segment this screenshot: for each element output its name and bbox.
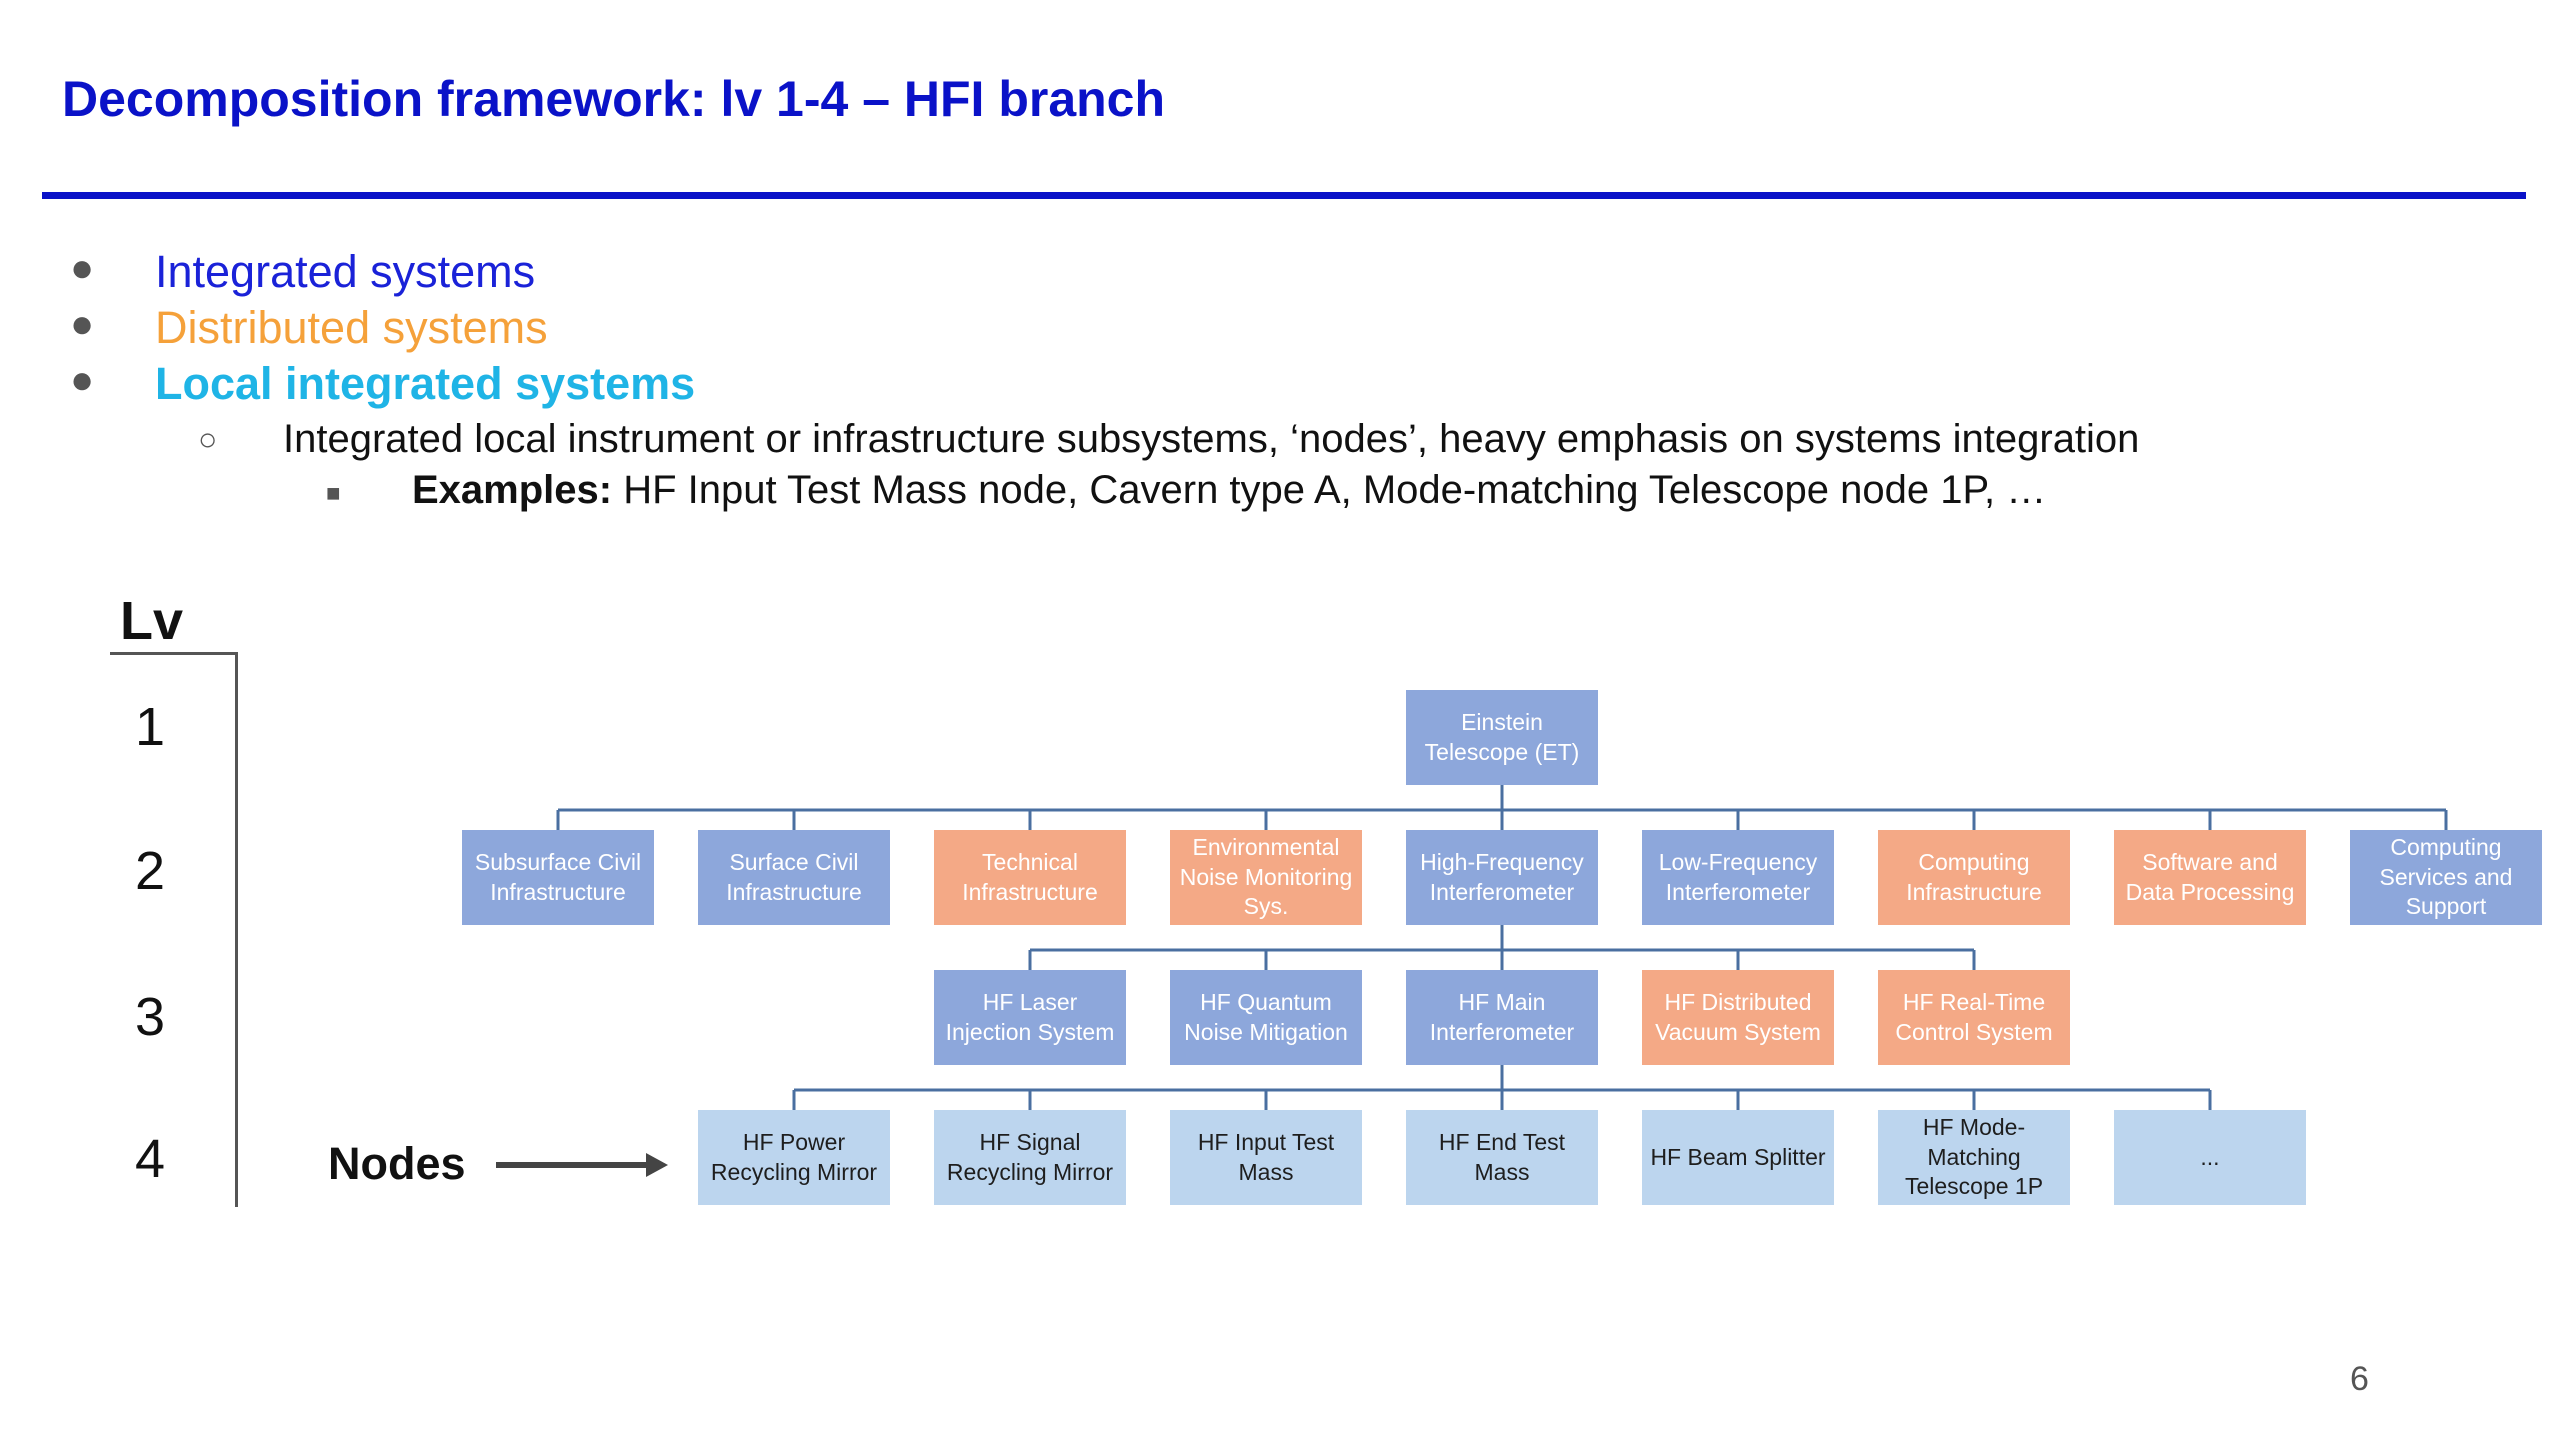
- examples-line: Examples: HF Input Test Mass node, Caver…: [412, 468, 2046, 513]
- level-number: 2: [135, 841, 166, 901]
- tree-box-level3: HF Distributed Vacuum System: [1642, 970, 1834, 1065]
- tree-box-level4: HF Mode-Matching Telescope 1P: [1878, 1110, 2070, 1205]
- tree-box-level4: HF Input Test Mass: [1170, 1110, 1362, 1205]
- level-axis-line: [235, 652, 238, 1207]
- tree-box-level4: HF Power Recycling Mirror: [698, 1110, 890, 1205]
- sub-bullet-text: Integrated local instrument or infrastru…: [283, 417, 2140, 461]
- tree-box-level4: HF Beam Splitter: [1642, 1110, 1834, 1205]
- level-number: 3: [135, 987, 166, 1047]
- tree-box-level2: Environmental Noise Monitoring Sys.: [1170, 830, 1362, 925]
- tree-box-level3: HF Quantum Noise Mitigation: [1170, 970, 1362, 1065]
- level-number: 1: [135, 697, 166, 757]
- tree-box-level2: Low-Frequency Interferometer: [1642, 830, 1834, 925]
- tree-box-level2: Computing Infrastructure: [1878, 830, 2070, 925]
- hollow-circle-icon: ○: [198, 421, 218, 457]
- level-number: 4: [135, 1129, 166, 1189]
- nodes-label: Nodes: [328, 1138, 466, 1189]
- bullet-text: Integrated systems: [155, 246, 536, 297]
- tree-box-level3: HF Laser Injection System: [934, 970, 1126, 1065]
- tree-box-level1: Einstein Telescope (ET): [1406, 690, 1598, 785]
- tree-box-level2: High-Frequency Interferometer: [1406, 830, 1598, 925]
- tree-box-level2: Surface Civil Infrastructure: [698, 830, 890, 925]
- slide-title: Decomposition framework: lv 1-4 – HFI br…: [62, 71, 1166, 127]
- examples-text: HF Input Test Mass node, Cavern type A, …: [612, 468, 2047, 512]
- bullet-text: Local integrated systems: [155, 358, 696, 409]
- tree-box-level4: ...: [2114, 1110, 2306, 1205]
- tree-box-level2: Subsurface Civil Infrastructure: [462, 830, 654, 925]
- bullet-dot-icon: ●: [70, 358, 95, 402]
- level-header: Lv: [120, 591, 184, 651]
- tree-box-level2: Software and Data Processing: [2114, 830, 2306, 925]
- arrow-right-icon: [496, 1153, 668, 1177]
- bullet-dot-icon: ●: [70, 246, 95, 290]
- level-header-rule: [110, 652, 238, 655]
- bullet-text: Distributed systems: [155, 302, 548, 353]
- tree-box-level4: HF Signal Recycling Mirror: [934, 1110, 1126, 1205]
- examples-label: Examples:: [412, 468, 613, 512]
- tree-box-level2: Technical Infrastructure: [934, 830, 1126, 925]
- tree-box-level4: HF End Test Mass: [1406, 1110, 1598, 1205]
- tree-box-level3: HF Main Interferometer: [1406, 970, 1598, 1065]
- page-number: 6: [2350, 1360, 2369, 1398]
- title-divider: [42, 192, 2526, 199]
- square-bullet-icon: ■: [326, 480, 341, 507]
- tree-box-level2: Computing Services and Support: [2350, 830, 2542, 925]
- tree-box-level3: HF Real-Time Control System: [1878, 970, 2070, 1065]
- bullet-dot-icon: ●: [70, 302, 95, 346]
